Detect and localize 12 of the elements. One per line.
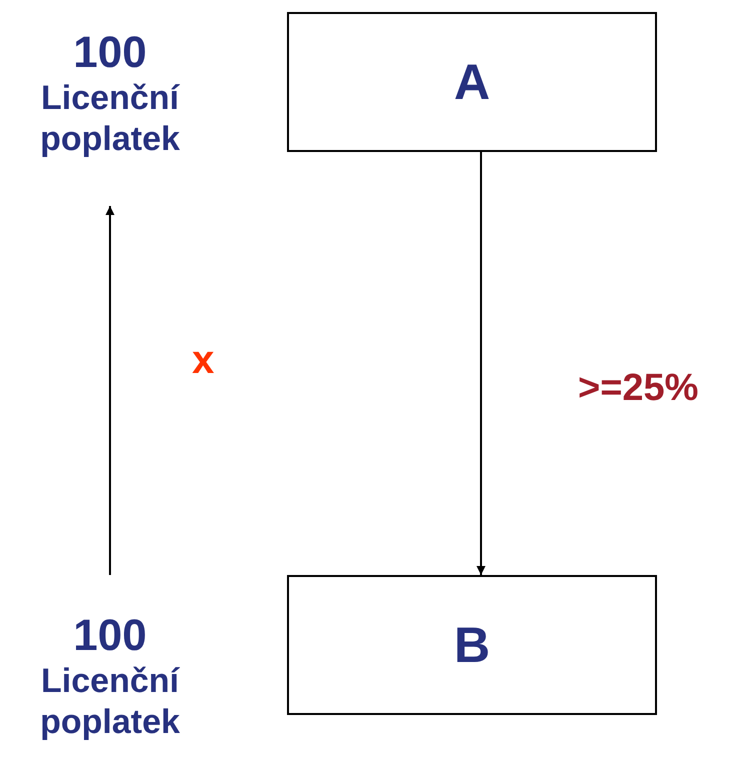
fee-label: Licenční poplatek (39, 661, 181, 743)
arrow (106, 206, 114, 575)
box-label: A (454, 53, 490, 111)
cross-mark: x (192, 338, 214, 383)
amount-value: 100 (73, 28, 147, 78)
process-box (287, 575, 657, 715)
box-label: B (454, 616, 490, 674)
edge-label: >=25% (578, 366, 698, 410)
process-box (287, 12, 657, 152)
amount-value: 100 (73, 611, 147, 661)
arrow (476, 152, 486, 575)
fee-label: Licenční poplatek (39, 78, 181, 160)
